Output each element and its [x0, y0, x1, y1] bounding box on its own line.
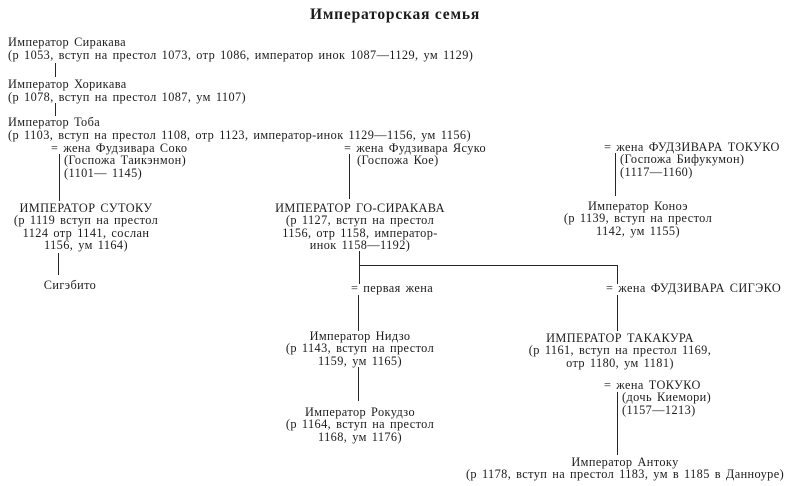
marriage-label: = жена ФУДЗИВАРА СИГЭКО — [606, 281, 782, 295]
emperor-name: Император Хорикава — [8, 77, 127, 91]
node-wife-soko: = жена Фудзивара Соко (Госпожа Таикэнмон… — [51, 142, 187, 179]
connector-yasuko-gosirakava — [349, 154, 350, 199]
emperor-dates: (р 1053, вступ на престол 1073, отр 1086… — [8, 48, 474, 62]
node-emperor-sutoku: ИМПЕРАТОР СУТОКУ (р 1119 вступ на престо… — [0, 202, 172, 251]
node-sigebito: Сигэбито — [10, 279, 130, 292]
connector-sutoku-sigebito — [58, 253, 59, 275]
emperor-dates: (р 1127, вступ на престол — [285, 213, 435, 228]
node-emperor-toba: Император Тоба (р 1103, вступ на престол… — [8, 116, 471, 142]
emperor-dates: (р 1143, вступ на престол — [285, 341, 435, 356]
connector-sigeko-takakura — [617, 295, 618, 331]
connector-nijo-rokujo — [358, 367, 359, 401]
marriage-label: = первая жена — [351, 281, 434, 295]
marriage-label: = жена Фудзивара Ясуко — [344, 141, 487, 155]
emperor-dates: (р 1139, вступ на престол — [563, 211, 713, 226]
node-emperor-go-sirakava: ИМПЕРАТОР ГО-СИРАКАВА (р 1127, вступ на … — [252, 202, 468, 251]
emperor-name: ИМПЕРАТОР СУТОКУ — [19, 201, 153, 215]
node-emperor-sirakava: Император Сиракава (р 1053, вступ на пре… — [8, 36, 473, 62]
connector-sirakava-horikava — [55, 63, 56, 77]
emperor-dates: 1156, ум 1164) — [44, 237, 128, 252]
emperor-name: Император Рокудзо — [304, 405, 416, 419]
marriage-label: = жена Фудзивара Соко — [51, 141, 188, 155]
wife-years: (1157—1213) — [622, 402, 696, 417]
emperor-name: Император Тоба — [8, 115, 101, 129]
emperor-dates: (р 1161, вступ на престол 1169, — [528, 343, 712, 358]
node-emperor-antoku: Император Антоку (р 1178, вступ на прест… — [435, 456, 790, 481]
emperor-dates: 1124 отр 1141, сослан — [22, 225, 150, 240]
node-wife-sigeko: = жена ФУДЗИВАРА СИГЭКО — [606, 282, 781, 295]
node-emperor-konoe: Император Коноэ (р 1139, вступ на престо… — [547, 200, 729, 237]
connector-tokuko-konoe — [615, 153, 616, 196]
connector-drop-first-wife — [359, 265, 360, 284]
node-wife-tokuko-fujiwara: = жена ФУДЗИВАРА ТОКУКО (Госпожа Бифукум… — [604, 141, 780, 178]
emperor-dates: (р 1103, вступ на престол 1108, отр 1123… — [8, 128, 471, 142]
emperor-name: Император Антоку — [571, 455, 679, 469]
connector-tokuko-antoku — [617, 392, 618, 455]
node-emperor-rokujo: Император Рокудзо (р 1164, вступ на прес… — [268, 406, 452, 443]
connector-gosirakava-drop — [359, 251, 360, 266]
node-wife-tokuko: = жена ТОКУКО (дочь Киемори) (1157—1213) — [604, 379, 711, 416]
emperor-dates: (р 1164, вступ на престол — [285, 417, 435, 432]
person-name: Сигэбито — [43, 278, 97, 292]
emperor-dates: 1142, ум 1155) — [596, 223, 680, 238]
connector-firstwife-nijo — [358, 295, 359, 331]
emperor-name: Император Сиракава — [8, 35, 127, 49]
wife-note: (Госпожа Таикэнмон) — [64, 153, 187, 168]
wife-note: (Госпожа Кое) — [357, 153, 439, 168]
wife-years: (1101— 1145) — [64, 165, 143, 180]
emperor-dates: 1156, отр 1158, император- — [282, 225, 438, 240]
wife-note: (Госпожа Бифукумон) — [620, 152, 745, 167]
emperor-name: Император Нидзо — [309, 329, 411, 343]
node-emperor-nijo: Император Нидзо (р 1143, вступ на престо… — [268, 330, 452, 367]
node-first-wife: = первая жена — [351, 282, 433, 295]
emperor-dates: 1159, ум 1165) — [318, 353, 402, 368]
emperor-dates: (р 1119 вступ на престол — [13, 213, 159, 228]
emperor-dates: инок 1158—1192) — [309, 237, 411, 252]
emperor-name: ИМПЕРАТОР ТАКАКУРА — [546, 331, 694, 345]
emperor-name: ИМПЕРАТОР ГО-СИРАКАВА — [275, 201, 445, 215]
node-wife-yasuko: = жена Фудзивара Ясуко (Госпожа Кое) — [344, 142, 486, 167]
connector-soko-sutoku — [59, 154, 60, 201]
node-emperor-horikava: Император Хорикава (р 1078, вступ на пре… — [8, 78, 246, 104]
page-title: Императорская семья — [309, 6, 481, 23]
connector-marriages-horizontal — [359, 265, 618, 266]
emperor-dates: (р 1078, вступ на престол 1087, ум 1107) — [8, 90, 247, 104]
emperor-name: Император Коноэ — [588, 199, 688, 213]
emperor-dates: 1168, ум 1176) — [318, 429, 402, 444]
marriage-label: = жена ФУДЗИВАРА ТОКУКО — [604, 140, 780, 154]
emperor-dates: отр 1180, ум 1181) — [566, 355, 674, 370]
emperor-dates: (р 1178, вступ на престол 1183, ум в 118… — [465, 467, 785, 482]
node-emperor-takakura: ИМПЕРАТОР ТАКАКУРА (р 1161, вступ на пре… — [458, 332, 782, 369]
wife-years: (1117—1160) — [620, 164, 693, 179]
connector-horikava-toba — [55, 103, 56, 116]
connector-drop-sigeko — [617, 265, 618, 284]
marriage-label: = жена ТОКУКО — [604, 378, 701, 392]
wife-note: (дочь Киемори) — [622, 390, 712, 405]
